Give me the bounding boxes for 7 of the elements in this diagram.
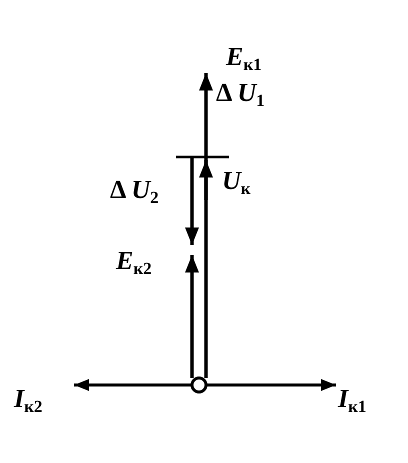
vector-label: Δ U$_{2}$ [110, 177, 159, 203]
vector-label: E$_{к1}$ [226, 44, 262, 70]
vector-label: U$_{к}$ [222, 168, 251, 194]
vector-label: E$_{к2}$ [116, 248, 152, 274]
vector-label: I$_{к1}$ [338, 386, 366, 412]
vector-label: Δ U$_{1}$ [216, 80, 265, 106]
vector-label: I$_{к2}$ [14, 386, 42, 412]
